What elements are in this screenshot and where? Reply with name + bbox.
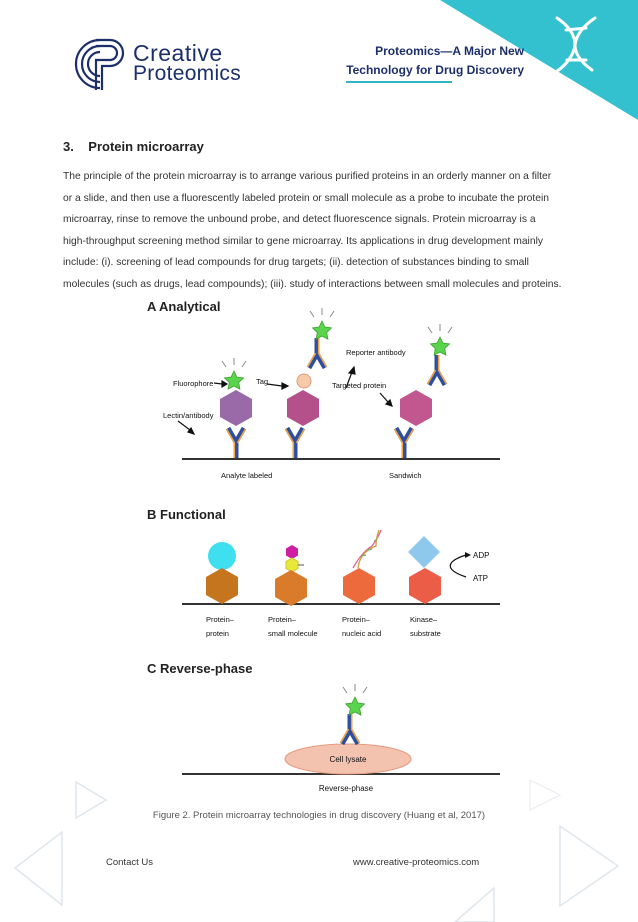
triangle-decor-icon — [13, 830, 63, 907]
protein-hexagon — [287, 390, 319, 426]
reporter-antibody — [307, 338, 327, 369]
fluorophore-star — [224, 370, 244, 390]
substrate-diamond — [408, 536, 440, 568]
section-title: 3. Protein microarray — [63, 139, 204, 154]
signal-rays — [427, 323, 453, 334]
small-molecule-hexagon — [285, 557, 299, 573]
fluorophore-star — [312, 320, 332, 340]
header-title-line2: Technology for Drug Discovery — [346, 63, 524, 77]
section-paragraph: The principle of the protein microarray … — [63, 166, 593, 295]
kinase-hexagon — [409, 568, 441, 604]
fluorophore-star — [430, 336, 450, 356]
header-underline — [346, 81, 452, 83]
paragraph-line: high-throughput screening method similar… — [63, 235, 544, 247]
label-small-molecule-2: small molecule — [268, 629, 318, 638]
label-adp: ADP — [473, 551, 489, 560]
footer-contact-link[interactable]: Contact Us — [106, 857, 153, 868]
label-tag: Tag — [256, 377, 268, 386]
label-lectin-antibody: Lectin/antibody — [163, 411, 214, 420]
signal-rays — [221, 357, 247, 368]
paragraph-line: microarray, rinse to remove the unbound … — [63, 214, 536, 225]
label-small-molecule-1: Protein– — [268, 615, 297, 624]
triangle-decor-icon — [75, 780, 108, 820]
nucleic-acid-icon — [352, 529, 382, 569]
panel-c-title: C Reverse-phase — [147, 661, 253, 676]
signal-rays — [342, 683, 368, 694]
label-kinase-substrate-1: Kinase– — [410, 615, 438, 624]
fluorophore-star — [345, 696, 365, 716]
label-sandwich: Sandwich — [389, 471, 422, 480]
label-kinase-substrate-2: substrate — [410, 629, 441, 638]
atp-adp-arrow — [449, 554, 467, 578]
label-analyte-labeled: Analyte labeled — [221, 471, 272, 480]
footer-website-link[interactable]: www.creative-proteomics.com — [353, 857, 480, 868]
paragraph-line: The principle of the protein microarray … — [63, 171, 552, 182]
label-cell-lysate: Cell lysate — [330, 755, 367, 764]
label-protein-protein-2: protein — [206, 629, 229, 638]
label-reporter-antibody: Reporter antibody — [346, 348, 406, 357]
label-nucleic-acid-1: Protein– — [342, 615, 371, 624]
label-protein-protein-1: Protein– — [206, 615, 235, 624]
label-atp: ATP — [473, 574, 488, 583]
arrow-head — [465, 552, 471, 558]
small-molecule-hexagon — [286, 545, 298, 559]
corner-triangle-teal — [440, 0, 638, 120]
protein-circle — [208, 542, 236, 570]
triangle-decor-icon — [559, 824, 620, 908]
logo-cp-icon — [74, 38, 125, 90]
label-fluorophore: Fluorophore — [173, 379, 213, 388]
protein-hexagon — [220, 390, 252, 426]
cell-lysate-ellipse — [284, 743, 412, 775]
tag-circle — [296, 373, 312, 389]
label-nucleic-acid-2: nucleic acid — [342, 629, 381, 638]
protein-hexagon — [400, 390, 432, 426]
triangle-decor-icon — [453, 886, 495, 922]
panel-a-title: A Analytical — [147, 299, 220, 314]
label-targeted-protein: Targeted protein — [332, 381, 386, 390]
capture-antibody — [225, 426, 247, 458]
protein-hexagon — [343, 568, 375, 604]
paragraph-line: include: (i). screening of lead compound… — [63, 257, 529, 268]
panel-b-title: B Functional — [147, 507, 226, 522]
capture-antibody — [284, 426, 306, 458]
figure-caption: Figure 2. Protein microarray technologie… — [152, 810, 486, 821]
capture-antibody — [393, 426, 415, 458]
paragraph-line: molecules (such as drugs, lead compounds… — [63, 278, 562, 290]
logo-wordmark-proteomics: Proteomics — [133, 62, 242, 85]
paragraph-line: or a slide, and then use a fluorescently… — [63, 192, 549, 204]
detection-antibody — [340, 714, 360, 745]
triangle-decor-icon — [529, 779, 562, 811]
logo-wordmark-creative: Creative — [133, 40, 223, 66]
reporter-antibody — [427, 355, 447, 386]
dna-icon — [554, 16, 597, 74]
label-reverse-phase: Reverse-phase — [319, 784, 374, 793]
protein-hexagon — [206, 568, 238, 604]
header-title-line1: Proteomics—A Major New — [375, 44, 524, 58]
protein-hexagon — [275, 570, 307, 606]
signal-rays — [309, 307, 335, 318]
